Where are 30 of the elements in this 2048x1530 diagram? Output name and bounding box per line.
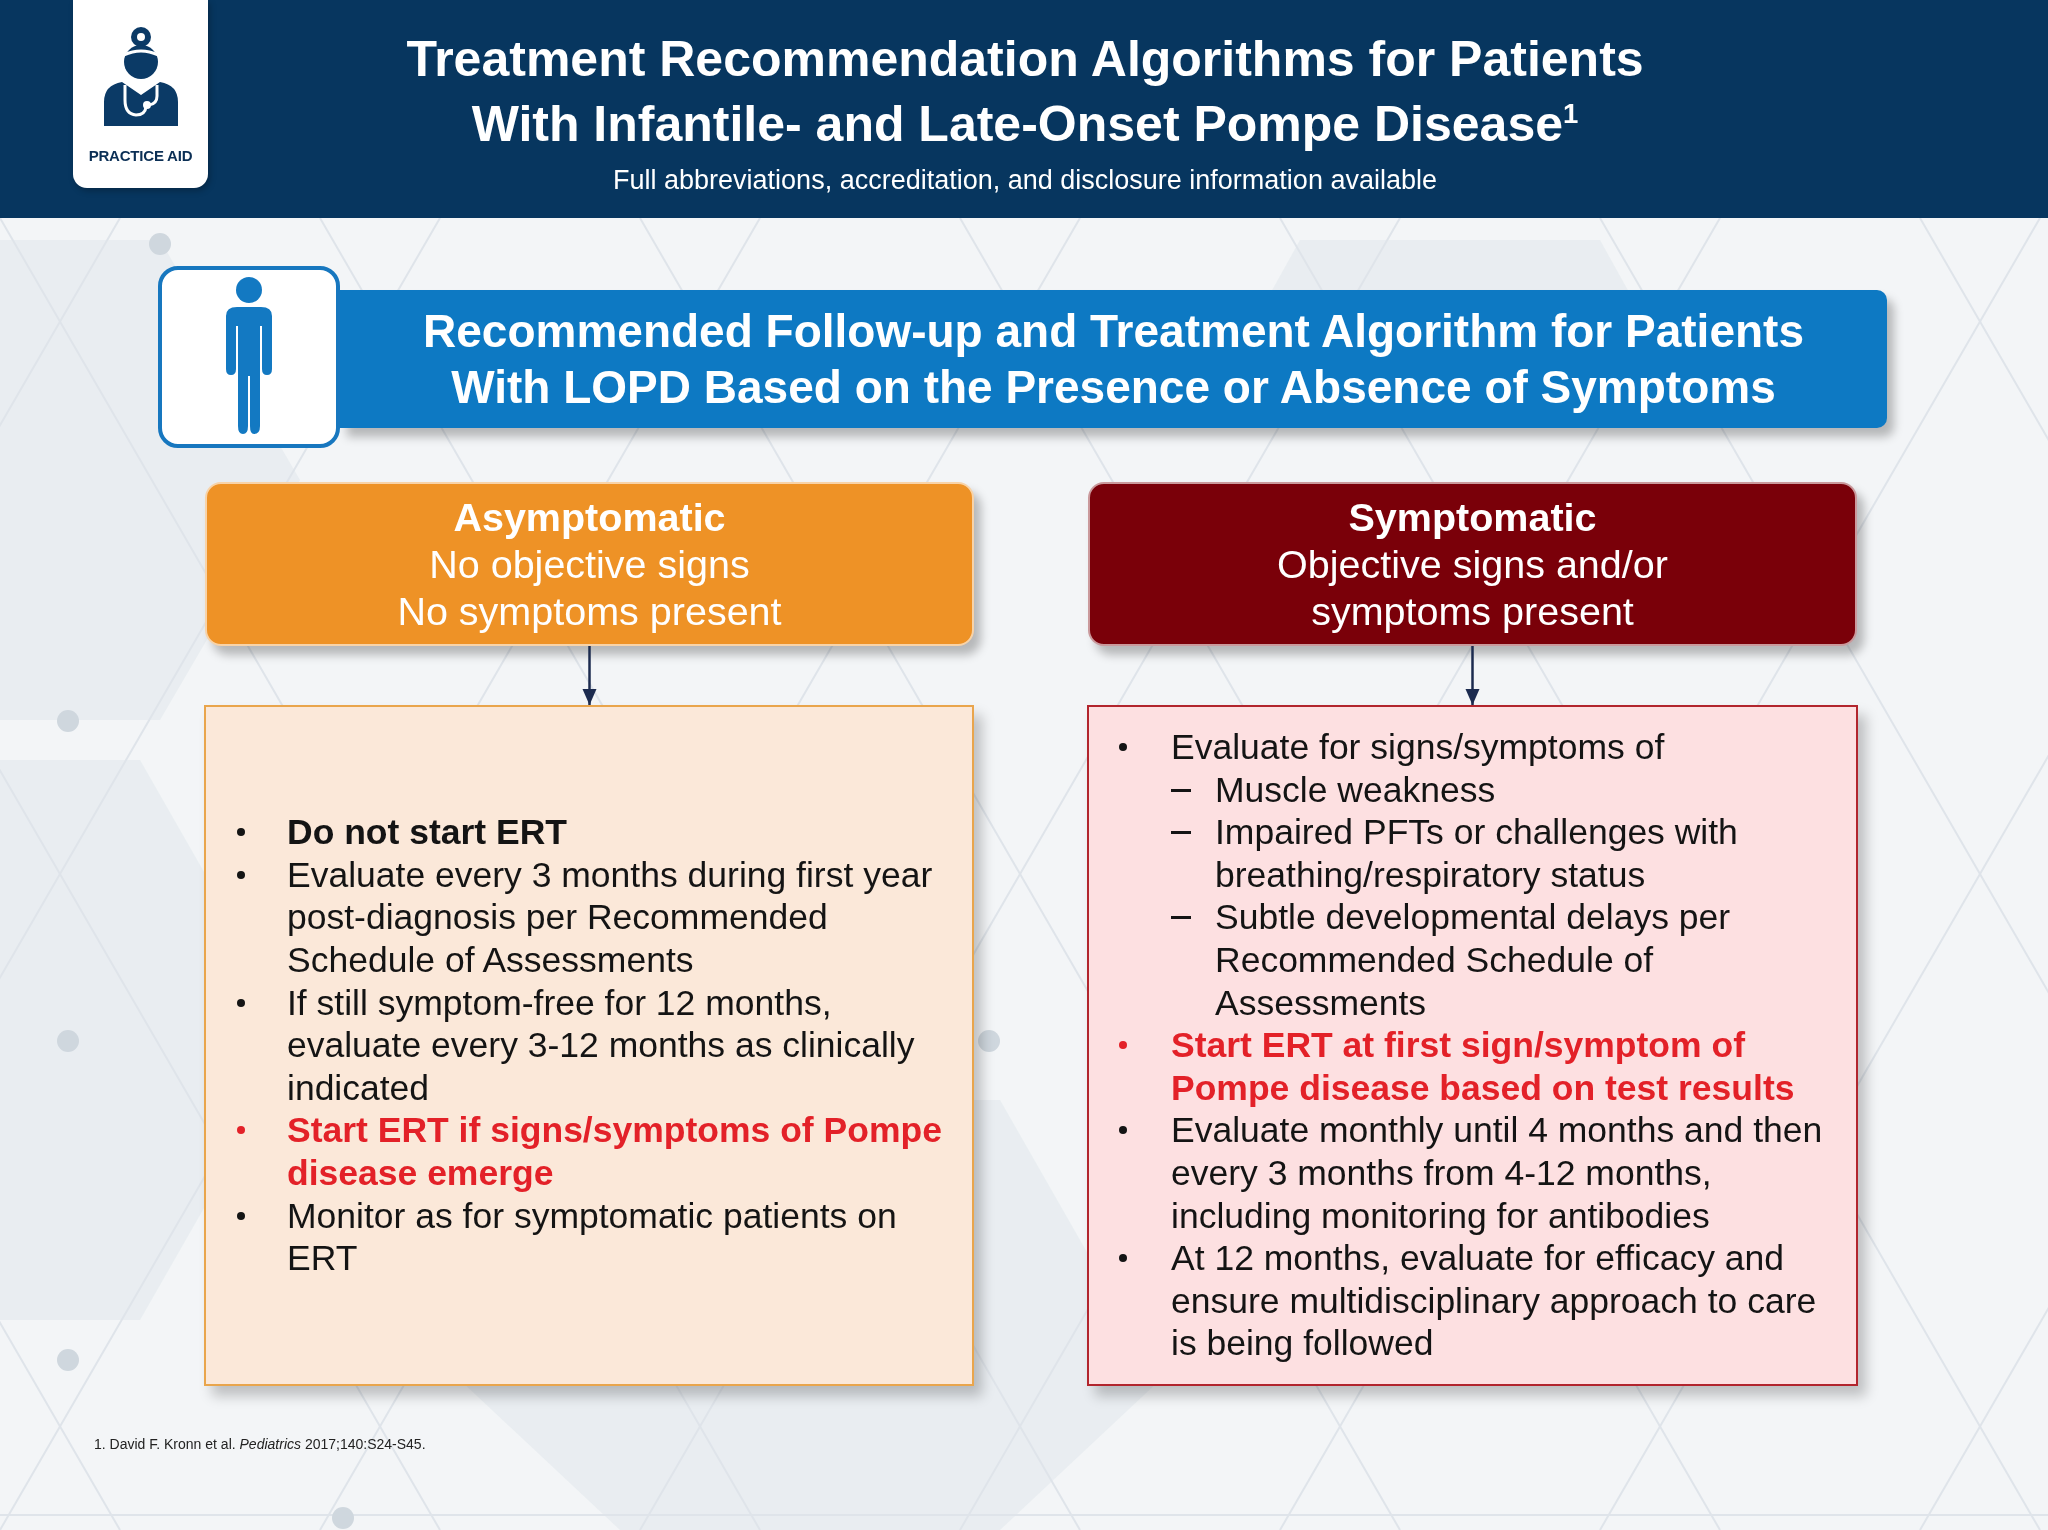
sub-bullet-item: Muscle weakness <box>1171 768 1837 812</box>
banner-heading: Recommended Follow-up and Treatment Algorithm for Patients With LOPD Based on the Presence or Absence of Symptoms <box>422 304 1805 415</box>
diagram-title: Treatment Recommendation Algorithms for Patients With Infantile- and Late-Onset Pompe Disease$^{1}$ <box>405 30 1645 154</box>
category-description: No objective signs <box>429 540 750 588</box>
recommendation-panel <box>1087 705 1858 1386</box>
bullet-item: Evaluate monthly until 4 months and then every 3 months from 4-12 months, including monitoring for antibodies <box>1119 1109 1837 1238</box>
arrow <box>582 646 597 705</box>
bullet-item: At 12 months, evaluate for efficacy and ensure multidisciplinary approach to care is being followed <box>1119 1237 1837 1365</box>
category-description: No symptoms present <box>397 587 782 635</box>
category-heading: Asymptomatic <box>453 493 726 541</box>
practice-aid-badge <box>73 0 208 188</box>
recommendation-panel <box>204 705 974 1386</box>
category-box <box>1088 482 1857 646</box>
badge-label: PRACTICE AID <box>88 146 193 166</box>
bullet-item: Start ERT at first sign/symptom of Pompe disease based on test results <box>1119 1024 1837 1110</box>
bullet-item: Evaluate for signs/symptoms of <box>1119 726 1837 769</box>
bullet-item: Start ERT if signs/symptoms of Pompe disease emerge <box>237 1109 962 1195</box>
footnote: 1. David F. Kronn et al. Pediatrics 2017;140:S24-S45. <box>94 1435 426 1453</box>
category-description: Objective signs and/or symptoms present <box>1276 540 1669 635</box>
bullet-item: Monitor as for symptomatic patients on ERT <box>237 1194 962 1280</box>
bullet-item: Do not start ERT <box>237 811 962 854</box>
bullet-item: Evaluate every 3 months during first year post-diagnosis per Recommended Schedule of Assessments <box>237 853 962 982</box>
sub-bullet-item: Impaired PFTs or challenges with breathing/respiratory status <box>1171 811 1837 897</box>
bullet-item: If still symptom-free for 12 months, evaluate every 3-12 months as clinically indicated <box>237 981 962 1110</box>
category-box <box>205 482 974 646</box>
category-heading: Symptomatic <box>1348 493 1597 541</box>
sub-bullet-item: Subtle developmental delays per Recommended Schedule of Assessments <box>1171 896 1837 1025</box>
section-banner <box>340 290 1887 428</box>
subtitle-note: Full abbreviations, accreditation, and disclosure information available <box>613 164 1437 196</box>
arrow <box>1465 646 1480 705</box>
